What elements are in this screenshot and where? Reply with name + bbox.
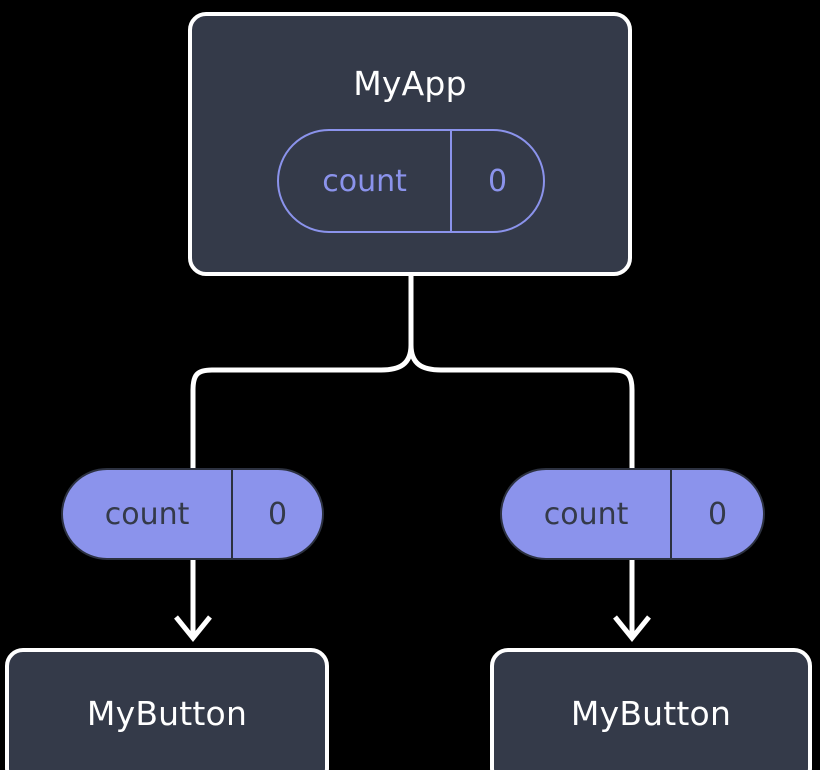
state-pill-right-count[interactable]: count 0 xyxy=(500,468,765,560)
state-flow-branch-right xyxy=(408,344,635,468)
component-node-mybutton-left[interactable]: MyButton xyxy=(5,648,329,770)
state-pill-key: count xyxy=(104,496,190,532)
state-pill-myapp-count[interactable]: count 0 xyxy=(277,129,545,233)
state-pill-value: 0 xyxy=(450,131,543,231)
state-pill-value: 0 xyxy=(231,470,322,558)
component-title-mybutton-right: MyButton xyxy=(570,694,732,733)
state-pill-left-count[interactable]: count 0 xyxy=(61,468,324,560)
component-title-mybutton-left: MyButton xyxy=(86,694,248,733)
state-pill-key: count xyxy=(543,496,629,532)
component-node-mybutton-right[interactable]: MyButton xyxy=(490,648,812,770)
component-title-myapp: MyApp xyxy=(353,64,467,103)
prop-arrow-left-head xyxy=(174,615,212,642)
state-flow-branch-left xyxy=(190,344,414,468)
state-pill-key: count xyxy=(322,163,407,199)
prop-arrow-right-head xyxy=(613,615,651,642)
state-pill-value: 0 xyxy=(670,470,763,558)
